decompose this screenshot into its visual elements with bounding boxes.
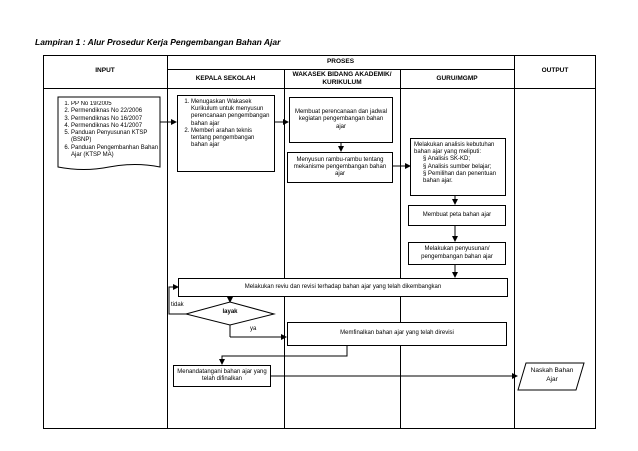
input-item: Permendiknas No 22/2006 (71, 108, 160, 115)
analisis-item: § Pemilihan dan penentuan bahan ajar. (423, 170, 497, 185)
header-wakasek: WAKASEK BIDANG AKADEMIK/ KURIKULUM (292, 71, 392, 86)
output-parallelogram (517, 362, 585, 391)
header-kepala-sekolah: KEPALA SEKOLAH (195, 75, 256, 82)
input-item: Permendiknas No 41/2007 (71, 123, 160, 130)
label-ya: ya (250, 326, 257, 332)
bullet-icon: § (423, 170, 427, 177)
decision-diamond (184, 301, 276, 326)
flowchart-table (43, 55, 596, 429)
header-divider (43, 88, 596, 89)
rambu-rambu-box: Menyusun rambu-rambu tentang mekanisme p… (287, 152, 393, 183)
decision-label: layak (222, 309, 238, 315)
peta-bahan-ajar-box: Membuat peta bahan ajar (408, 205, 506, 226)
kepsek-task-box: Menugaskan Wakasek Kurikulum untuk menyu… (177, 95, 275, 172)
analisis-kebutuhan-box: Melakukan analisis kebutuhan bahan ajar … (410, 138, 506, 196)
tandatangan-box: Menandatangani bahan ajar yang telah dif… (173, 365, 271, 387)
output-text: Naskah Bahan Ajar (530, 367, 574, 383)
input-item: Panduan Pengembanhan Bahan Ajar (KTSP MA… (71, 145, 160, 160)
finalisasi-box: Memfinalkan bahan ajar yang telah direvi… (287, 322, 507, 346)
input-item: PP No 19/2005 (71, 101, 160, 108)
input-item: Panduan Penyusunan KTSP (BSNP) (71, 130, 160, 145)
input-document: PP No 19/2005 Permendiknas No 22/2006 Pe… (60, 101, 160, 170)
column-divider (514, 55, 515, 429)
column-divider (400, 69, 401, 429)
perencanaan-box: Membuat perencanaan dan jadwal kegiatan … (289, 97, 393, 143)
page-title: Lampiran 1 : Alur Prosedur Kerja Pengemb… (35, 37, 281, 47)
column-divider (284, 69, 285, 429)
header-divider (167, 69, 514, 70)
kepsek-task-item: Memberi arahan teknis tentang pengembang… (191, 128, 272, 150)
bullet-icon: § (423, 156, 427, 163)
header-input: INPUT (95, 67, 115, 74)
header-guru: GURU/MGMP (436, 75, 478, 82)
input-document-shape (57, 96, 161, 170)
header-proses: PROSES (326, 58, 355, 65)
analisis-item: § Analisis sumber belajar; (423, 163, 492, 170)
bullet-icon: § (423, 163, 427, 170)
input-list: PP No 19/2005 Permendiknas No 22/2006 Pe… (60, 101, 160, 159)
penyusunan-box: Melakukan penyusunan/ pengembangan bahan… (408, 242, 506, 265)
header-output: OUTPUT (541, 67, 569, 74)
label-tidak: tidak (171, 302, 184, 308)
reviu-revisi-box: Melakukan reviu dan revisi terhadap baha… (178, 278, 508, 297)
input-item: Permendiknas No 16/2007 (71, 116, 160, 123)
kepsek-task-item: Menugaskan Wakasek Kurikulum untuk menyu… (191, 99, 272, 128)
analisis-item: § Analisis SK-KD; (423, 156, 471, 163)
column-divider (167, 55, 168, 429)
analisis-title: Melakukan analisis kebutuhan bahan ajar … (414, 142, 495, 156)
